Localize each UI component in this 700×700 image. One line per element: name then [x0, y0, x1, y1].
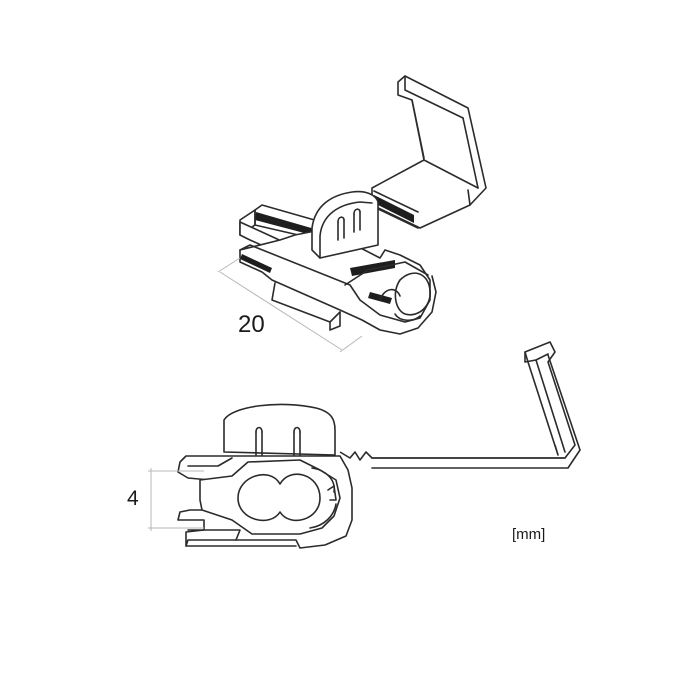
- length-dimension-label: 20: [238, 311, 265, 338]
- length-dimension: [217, 257, 363, 353]
- width-dimension: [148, 468, 204, 531]
- lid-arm: [339, 341, 581, 469]
- side-view: [148, 341, 581, 549]
- center-tab: [311, 190, 379, 259]
- wire-cavity: [199, 459, 341, 535]
- width-dimension-label: 4: [127, 487, 139, 510]
- hinged-lid: [371, 75, 487, 229]
- unit-label: [mm]: [512, 526, 546, 543]
- isometric-view: [217, 75, 487, 353]
- lid-insulation-strip: [374, 195, 414, 223]
- top-cap: [223, 403, 336, 456]
